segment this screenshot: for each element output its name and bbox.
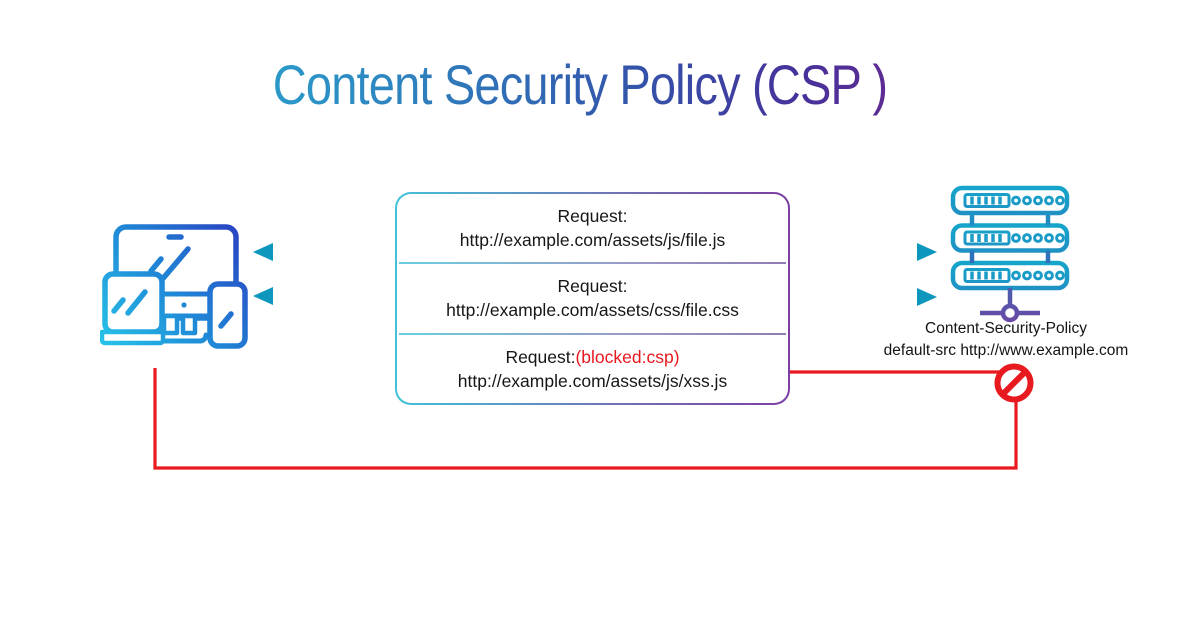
request-url: http://example.com/assets/js/file.js bbox=[459, 230, 726, 251]
request-xss-blocked: Request:(blocked:csp) http://example.com… bbox=[397, 335, 788, 403]
csp-policy-caption: Content-Security-Policy default-src http… bbox=[856, 318, 1156, 362]
divider bbox=[399, 262, 786, 265]
request-url: http://example.com/assets/css/file.css bbox=[446, 300, 739, 321]
request-label: Request: bbox=[557, 276, 628, 297]
request-css: Request: http://example.com/assets/css/f… bbox=[397, 264, 788, 332]
page-title: Content Security Policy (CSP ) bbox=[93, 52, 1067, 117]
web-server-icon bbox=[950, 185, 1070, 323]
csp-policy-value: default-src http://www.example.com bbox=[883, 342, 1129, 359]
response-arrow-css bbox=[253, 287, 373, 305]
divider bbox=[399, 332, 786, 335]
request-label: Request: bbox=[557, 206, 628, 227]
request-label: Request: bbox=[505, 346, 576, 367]
request-js: Request: http://example.com/assets/js/fi… bbox=[397, 194, 788, 262]
blocked-icon bbox=[994, 363, 1034, 403]
client-devices-icon bbox=[100, 224, 248, 349]
response-arrow-js bbox=[253, 243, 373, 261]
request-arrow-css bbox=[803, 288, 937, 306]
csp-policy-header: Content-Security-Policy bbox=[925, 320, 1087, 337]
requests-box: Request: http://example.com/assets/js/fi… bbox=[395, 192, 790, 405]
blocked-note: (blocked:csp) bbox=[575, 346, 680, 367]
request-arrow-js bbox=[803, 243, 937, 261]
request-url: http://example.com/assets/js/xss.js bbox=[457, 370, 728, 391]
